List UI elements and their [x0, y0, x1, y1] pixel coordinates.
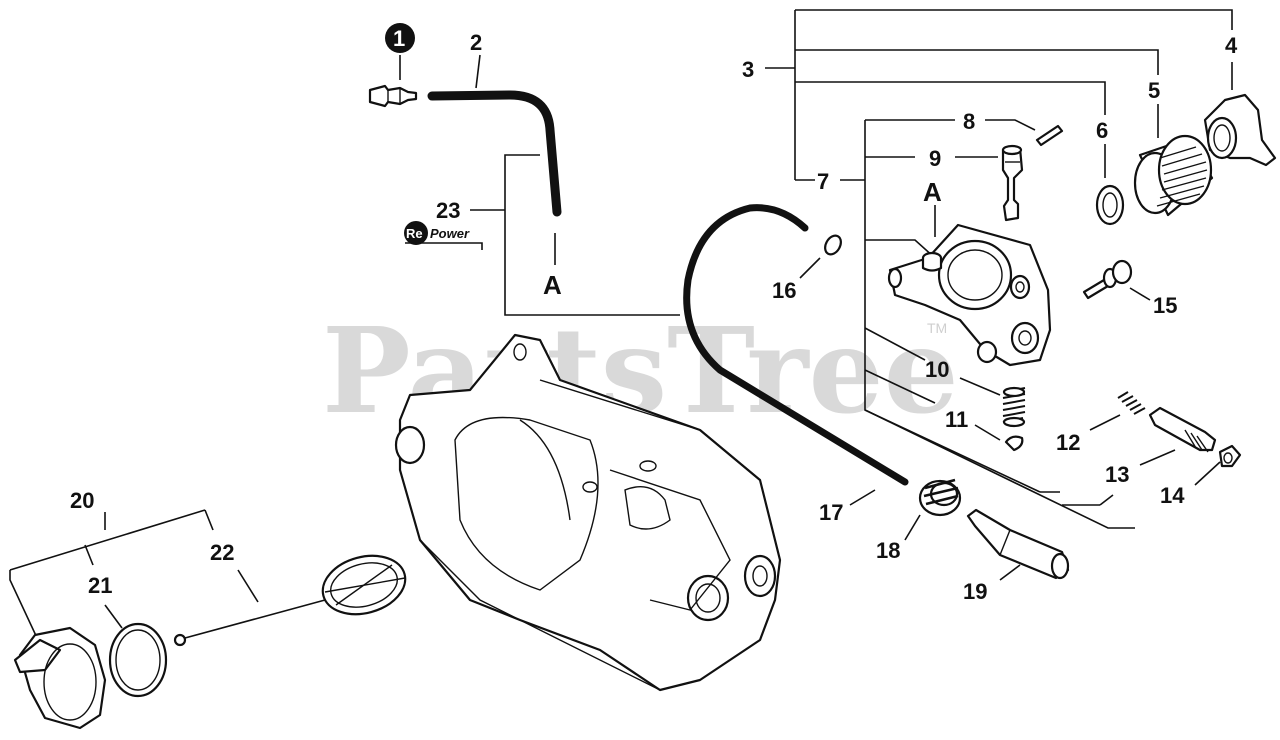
repower-logo: Re Power	[404, 221, 470, 245]
logo-power: Power	[430, 226, 470, 241]
part-9-adjuster	[1001, 144, 1024, 222]
ref-mark-a-right: A	[923, 177, 942, 207]
part-18-grommet	[918, 478, 962, 517]
part-19-pin	[966, 508, 1070, 580]
callout-19: 19	[963, 579, 987, 604]
part-11-circlip	[1004, 435, 1024, 452]
part-6-washer	[1095, 184, 1125, 226]
part-17-hose	[683, 204, 909, 486]
part-4-worm-drive	[1203, 93, 1277, 167]
ref-mark-a-left: A	[543, 270, 562, 300]
part-8-pin	[1035, 124, 1064, 147]
callout-20: 20	[70, 488, 94, 513]
callout-11: 11	[945, 407, 968, 432]
crankcase-housing	[394, 333, 782, 692]
leader-lines	[9, 9, 1233, 641]
part-1-fitting	[368, 84, 418, 108]
callout-6: 6	[1096, 118, 1108, 143]
callout-13: 13	[1105, 462, 1129, 487]
part-22-strainer	[173, 554, 407, 647]
part-10-spring	[1002, 386, 1026, 428]
callout-14: 14	[1160, 483, 1185, 508]
callout-15: 15	[1153, 293, 1177, 318]
part-14-plug	[1218, 444, 1242, 468]
callout-1-badge	[385, 23, 415, 53]
callout-1: 1	[393, 26, 405, 51]
logo-re: Re	[406, 226, 423, 241]
callout-23: 23	[436, 198, 460, 223]
callout-4: 4	[1225, 33, 1238, 58]
part-20-oil-cap	[13, 626, 107, 730]
part-15-screw	[1082, 259, 1133, 300]
part-16-o-ring	[824, 234, 842, 256]
callout-5: 5	[1148, 78, 1160, 103]
callout-12: 12	[1056, 430, 1080, 455]
watermark-tm: TM	[927, 320, 947, 336]
part-13-plunger	[1148, 406, 1217, 453]
callout-3: 3	[742, 57, 754, 82]
callout-16: 16	[772, 278, 796, 303]
callout-17: 17	[819, 500, 843, 525]
part-7-oil-pump	[887, 223, 1052, 367]
part-5-worm-gear	[1133, 134, 1214, 217]
part-12-spring	[1117, 391, 1146, 415]
part-21-o-ring	[108, 622, 168, 698]
callout-10: 10	[925, 357, 949, 382]
callout-21: 21	[88, 573, 112, 598]
callout-7: 7	[817, 169, 829, 194]
callout-22: 22	[210, 540, 234, 565]
callout-2: 2	[470, 30, 482, 55]
part-2-hose	[427, 90, 562, 217]
callout-8: 8	[963, 109, 975, 134]
callout-18: 18	[876, 538, 900, 563]
callout-9: 9	[929, 146, 941, 171]
